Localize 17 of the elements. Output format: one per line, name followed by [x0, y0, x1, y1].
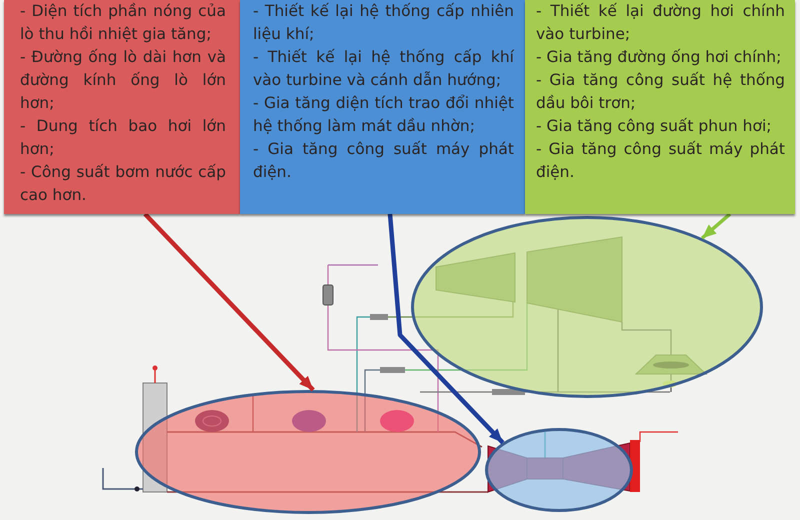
text-panel — [240, 0, 525, 214]
bullet-text: - Thiết kế lại đường hơi chính vào turbine; — [536, 1, 785, 45]
bullet-text: - Công suất bơm nước cấp cao hơn. — [20, 162, 226, 206]
text-panel — [4, 0, 240, 214]
bullet-text: - Gia tăng công suất hệ thống dầu bôi trơn; — [536, 70, 785, 114]
bullet-text: - Thiết kế lại hệ thống cấp nhiên liệu khí; — [253, 1, 514, 45]
bullet-text: - Đường ống lò dài hơn và đường kính ống lò lớn hơn; — [20, 47, 226, 114]
bullet-text: - Gia tăng công suất máy phát điện. — [536, 139, 785, 183]
bullet-text: - Gia tăng công suất máy phát điện. — [253, 139, 514, 183]
bullet-text: - Gia tăng diện tích trao đổi nhiệt hệ thống làm mát dầu nhờn; — [253, 93, 514, 137]
bullet-text: - Thiết kế lại hệ thống cấp khí vào turbine và cánh dẫn hướng; — [253, 47, 514, 91]
bullet-text: - Diện tích phần nóng của lò thu hồi nhiệt gia tăng; — [20, 1, 226, 45]
bullet-text: - Dung tích bao hơi lớn hơn; — [20, 116, 226, 160]
bullet-text: - Gia tăng đường ống hơi chính; — [536, 47, 782, 68]
bullet-text: - Gia tăng công suất phun hơi; — [536, 116, 772, 137]
arrow — [700, 212, 732, 240]
text-panel — [525, 0, 795, 214]
